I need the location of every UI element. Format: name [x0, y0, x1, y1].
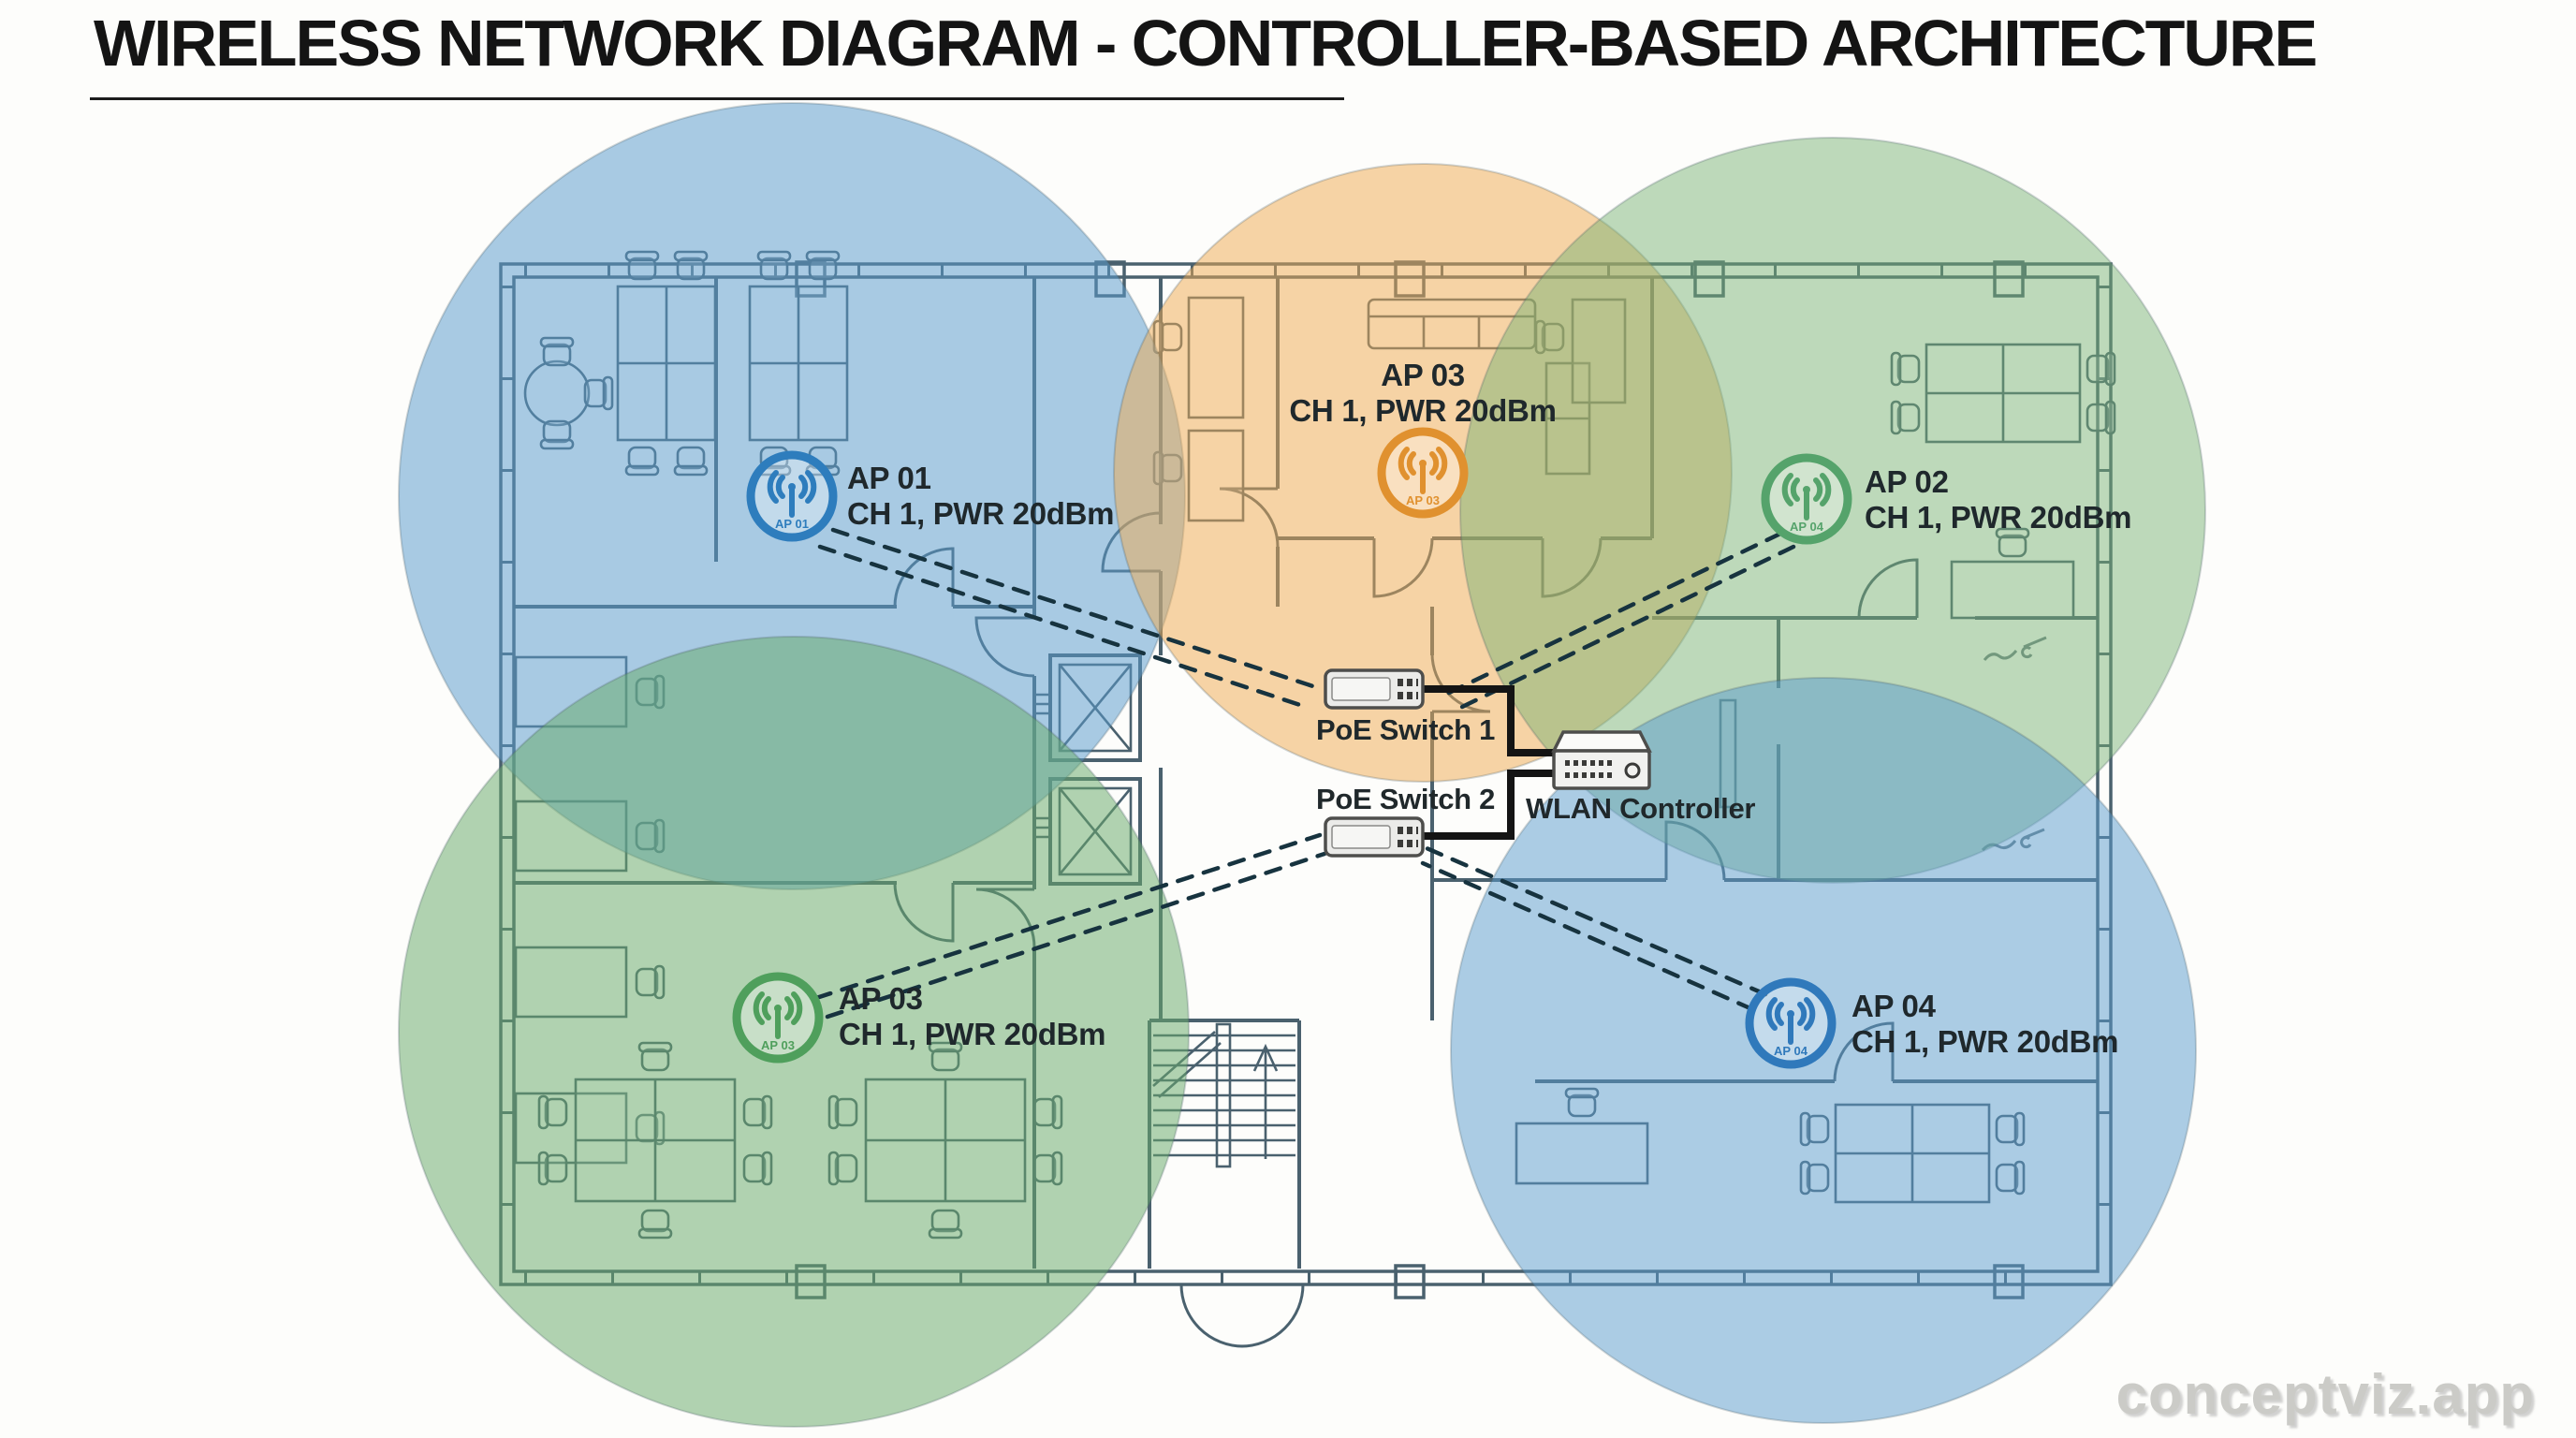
title-underline: [90, 97, 1344, 100]
page-title: WIRELESS NETWORK DIAGRAM - CONTROLLER-BA…: [94, 7, 2318, 80]
cable-layer: [1423, 685, 1556, 840]
ap-icon-badge: AP 03: [1406, 493, 1440, 507]
ap03-top-name: AP 03: [1381, 358, 1465, 392]
ap02-name: AP 02: [1865, 464, 1949, 499]
wlan-controller-label: WLAN Controller: [1526, 792, 1756, 825]
ap04-label: AP 04 CH 1, PWR 20dBm: [1852, 989, 2119, 1061]
ap03-bottom-details: CH 1, PWR 20dBm: [839, 1017, 1106, 1052]
ap-icon-ap03-top: AP 03: [1377, 427, 1469, 519]
coverage-ap03-bottom: [398, 636, 1190, 1428]
uplink-ap04-switch2: [1420, 845, 1768, 1012]
stairwell: [1152, 1022, 1295, 1168]
ap-icon-ap01: AP 01: [746, 450, 838, 542]
wlan-controller-device: [1551, 730, 1652, 790]
ap-icon-badge: AP 04: [1790, 520, 1824, 534]
uplink-ap02-switch1: [1446, 531, 1796, 711]
ap02-label: AP 02 CH 1, PWR 20dBm: [1865, 464, 2132, 536]
ap03-bottom-name: AP 03: [839, 981, 923, 1016]
uplink-lines: [813, 527, 1796, 1020]
ap-icon-ap02: AP 04: [1761, 453, 1852, 545]
ap04-details: CH 1, PWR 20dBm: [1852, 1024, 2119, 1060]
ap-icon-badge: AP 01: [775, 517, 809, 531]
ap03-bottom-label: AP 03 CH 1, PWR 20dBm: [839, 981, 1106, 1053]
ap04-name: AP 04: [1852, 989, 1936, 1023]
uplink-ap01-switch1: [817, 527, 1325, 711]
ap01-label: AP 01 CH 1, PWR 20dBm: [847, 461, 1115, 533]
ap03-top-label: AP 03 CH 1, PWR 20dBm: [1289, 358, 1557, 430]
poe-switch-2-label: PoE Switch 2: [1316, 783, 1496, 815]
controller-led: [1624, 762, 1641, 779]
ap03-top-details: CH 1, PWR 20dBm: [1289, 393, 1557, 429]
ap01-details: CH 1, PWR 20dBm: [847, 496, 1115, 532]
poe-switch-1-label: PoE Switch 1: [1316, 713, 1496, 746]
cable-switch1-controller: [1423, 685, 1556, 756]
ap01-name: AP 01: [847, 461, 931, 495]
ap02-details: CH 1, PWR 20dBm: [1865, 500, 2132, 536]
ap-icon-badge: AP 04: [1774, 1044, 1808, 1058]
ap-icon-ap04: AP 04: [1745, 977, 1837, 1069]
watermark: conceptviz.app: [2115, 1363, 2535, 1426]
poe-switch-1: [1324, 668, 1425, 710]
poe-switch-2: [1324, 816, 1425, 858]
uplink-ap03-switch2: [813, 832, 1327, 1020]
coverage-layer: [398, 102, 2206, 1428]
ap-icon-badge: AP 03: [761, 1038, 795, 1052]
cable-switch2-controller: [1423, 770, 1556, 840]
ap-icon-ap03-bottom: AP 03: [732, 972, 824, 1064]
